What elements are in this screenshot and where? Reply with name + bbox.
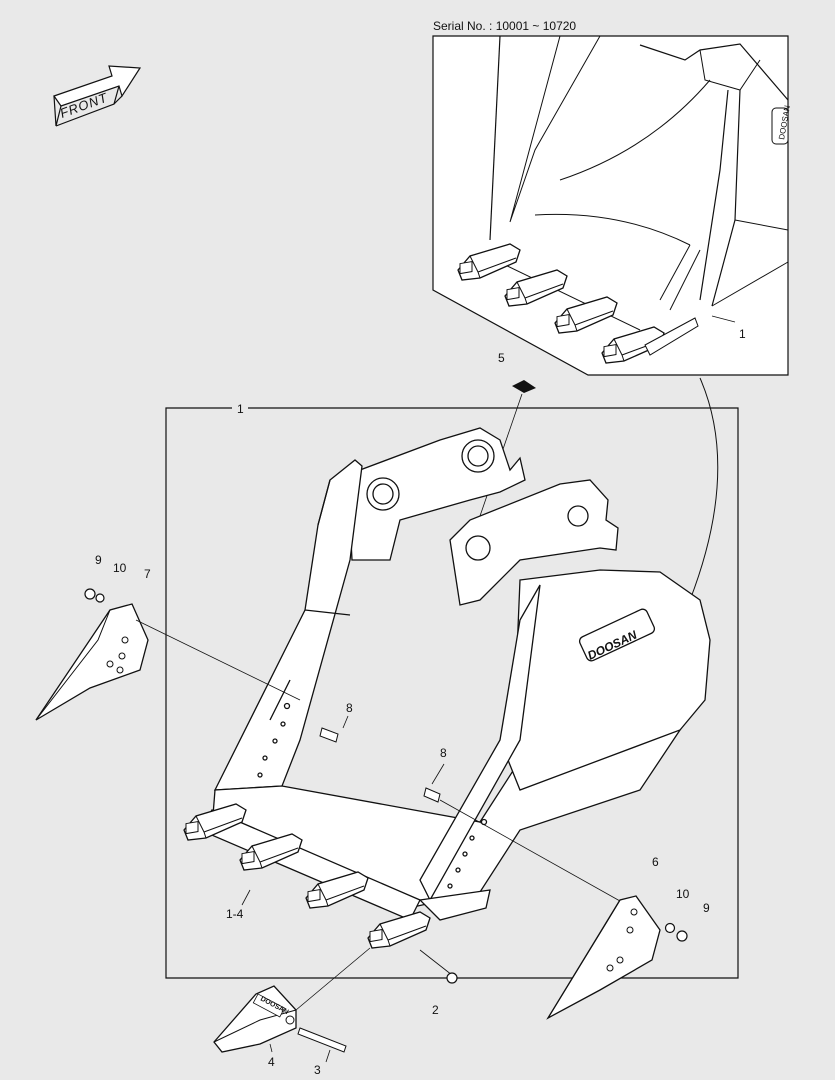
plate-icon (512, 380, 536, 393)
inset-part-1-label: 1 (739, 327, 746, 341)
right-nut-icon (676, 930, 688, 942)
main-tooth-4 (367, 911, 431, 949)
right-side-cutter (546, 895, 661, 1020)
callout-9-right: 9 (703, 901, 710, 915)
lock-washer-icon (446, 972, 458, 984)
callout-9-left: 9 (95, 553, 102, 567)
pin-icon (297, 1027, 347, 1053)
main-frame (165, 407, 739, 979)
callout-7: 7 (144, 567, 151, 581)
callout-5: 5 (498, 351, 505, 365)
callout-3: 3 (314, 1063, 321, 1077)
serial-number-label: Serial No. : 10001 ~ 10720 (433, 19, 576, 33)
callout-2: 2 (432, 1003, 439, 1017)
left-nut-icon (84, 588, 96, 600)
main-bucket: DOOSAN (199, 427, 711, 921)
callout-8-right: 8 (440, 746, 447, 760)
callout-4: 4 (268, 1055, 275, 1069)
right-bolt-icon (423, 787, 441, 803)
callout-8-left: 8 (346, 701, 353, 715)
left-bolt-icon (319, 727, 339, 743)
callout-1-4: 1-4 (226, 907, 244, 921)
left-washer-icon (95, 593, 105, 603)
callout-6: 6 (652, 855, 659, 869)
left-side-cutter (35, 603, 301, 721)
callout-10-right: 10 (676, 887, 690, 901)
front-arrow-icon: FRONT (53, 65, 142, 127)
inset-bucket-view: DOOSAN 1 (432, 35, 792, 376)
main-part-1-label: 1 (237, 402, 244, 416)
right-washer-icon (664, 922, 676, 934)
callout-10-left: 10 (113, 561, 127, 575)
exploded-tooth: DOOSAN (213, 985, 297, 1053)
